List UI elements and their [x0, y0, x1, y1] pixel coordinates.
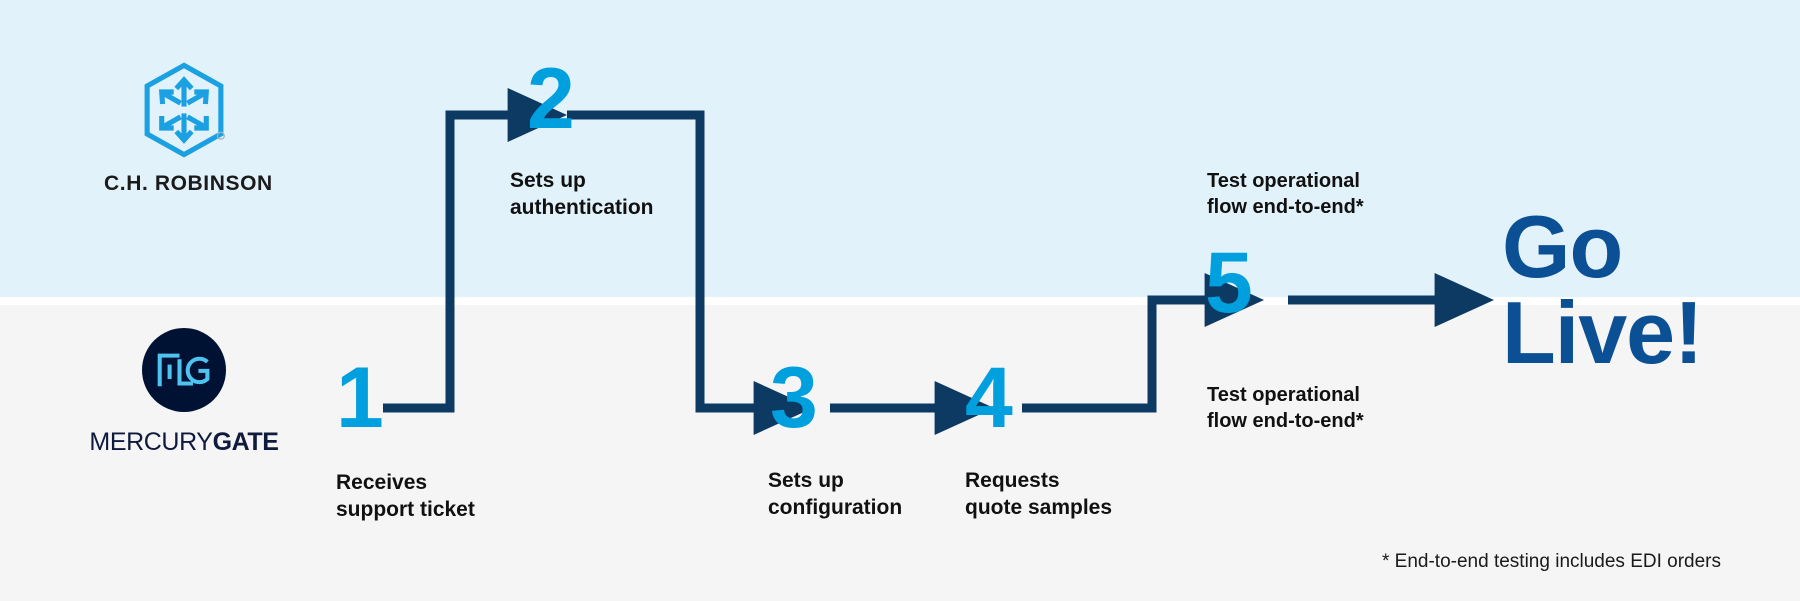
step-5-label-top: Test operational flow end-to-end* — [1207, 170, 1364, 218]
connector-4-to-5 — [1022, 273, 1264, 413]
connector-2-to-3 — [567, 110, 813, 435]
mg-monogram-icon — [157, 353, 210, 387]
footnote: * End-to-end testing includes EDI orders — [1382, 551, 1722, 572]
step-5-number: 5 — [1205, 235, 1253, 331]
go-live-text: Go Live! — [1502, 197, 1703, 383]
step-1-label: Receives support ticket — [336, 471, 475, 521]
logo-mercurygate-wordmark: MERCURYGATE — [60, 428, 308, 457]
lane-band-mercurygate — [0, 305, 1800, 601]
logo-mercurygate-wordmark-bold: GATE — [212, 428, 279, 456]
step-5-label-bottom: Test operational flow end-to-end* — [1207, 384, 1364, 432]
step-2-number: 2 — [527, 51, 575, 147]
logo-mercurygate-badge — [142, 328, 226, 412]
cube-arrows-hexagon-icon — [144, 62, 225, 158]
step-3-label: Sets up configuration — [768, 469, 903, 519]
logo-chrobinson: C.H. ROBINSON — [104, 62, 273, 196]
logo-mercurygate: MERCURYGATE — [60, 328, 308, 457]
step-4-number: 4 — [965, 350, 1013, 446]
step-4-label: Requests quote samples — [965, 469, 1113, 519]
step-3-number: 3 — [770, 350, 818, 446]
logo-chrobinson-wordmark: C.H. ROBINSON — [104, 172, 273, 195]
lane-band-chrobinson — [0, 0, 1800, 297]
logo-mercurygate-wordmark-light: MERCURY — [89, 428, 213, 456]
step-1-number: 1 — [336, 350, 384, 446]
connector-1-to-2 — [383, 88, 567, 413]
step-2-label: Sets up authentication — [510, 169, 654, 219]
